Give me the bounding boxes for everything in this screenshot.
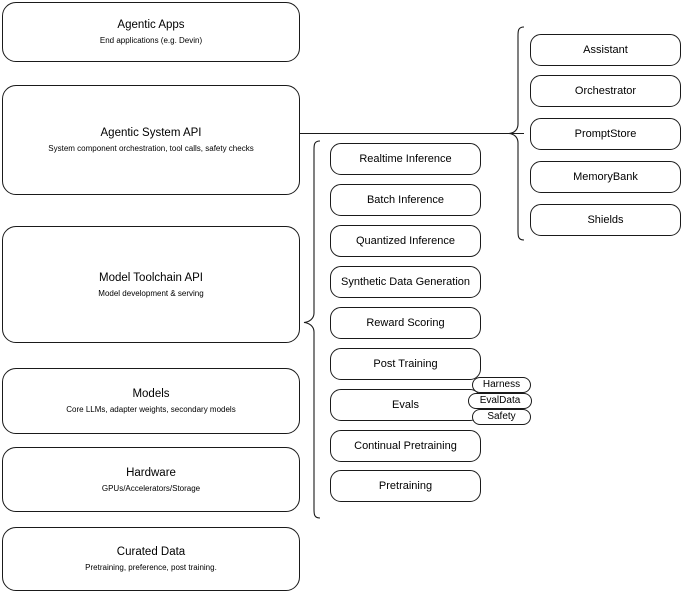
layer-title: Agentic Apps — [117, 19, 185, 31]
brace-toolchain-items — [303, 140, 321, 519]
item-label: Orchestrator — [574, 84, 637, 97]
toolchain-item-continual-pretraining[interactable]: Continual Pretraining — [330, 430, 481, 462]
layer-subtitle: System component orchestration, tool cal… — [48, 144, 254, 153]
item-label: Pretraining — [378, 479, 433, 492]
system-item-memorybank[interactable]: MemoryBank — [530, 161, 681, 193]
item-label: PromptStore — [574, 127, 637, 140]
eval-badge-harness[interactable]: Harness — [472, 377, 531, 393]
layer-subtitle: GPUs/Accelerators/Storage — [101, 483, 201, 493]
layer-title: Model Toolchain API — [99, 271, 203, 284]
item-label: Continual Pretraining — [354, 439, 457, 452]
layer-box-model-toolchain-api[interactable]: Model Toolchain API Model development & … — [2, 226, 300, 343]
toolchain-item-pretraining[interactable]: Pretraining — [330, 470, 481, 502]
item-label: Reward Scoring — [366, 316, 445, 329]
item-label: Post Training — [373, 357, 438, 370]
layer-subtitle: Core LLMs, adapter weights, secondary mo… — [66, 405, 236, 414]
eval-badge-evaldata[interactable]: EvalData — [468, 393, 532, 409]
item-label: Synthetic Data Generation — [340, 275, 471, 288]
layer-title: Hardware — [126, 466, 176, 479]
item-label: Assistant — [583, 43, 628, 56]
layer-box-agentic-system-api[interactable]: Agentic System API System component orch… — [2, 85, 300, 195]
system-item-shields[interactable]: Shields — [530, 204, 681, 236]
toolchain-item-synthetic-data-generation[interactable]: Synthetic Data Generation — [330, 266, 481, 298]
connector-line-system-api — [300, 133, 524, 134]
layer-title: Models — [132, 388, 170, 400]
badge-label: EvalData — [479, 395, 521, 406]
toolchain-item-evals[interactable]: Evals — [330, 389, 481, 421]
layer-title: Agentic System API — [100, 127, 202, 139]
layer-subtitle: End applications (e.g. Devin) — [99, 36, 203, 45]
layer-title: Curated Data — [116, 546, 186, 558]
layer-subtitle: Model development & serving — [98, 288, 204, 298]
layer-subtitle: Pretraining, preference, post training. — [85, 563, 217, 572]
system-item-orchestrator[interactable]: Orchestrator — [530, 75, 681, 107]
toolchain-item-batch-inference[interactable]: Batch Inference — [330, 184, 481, 216]
layer-box-curated-data[interactable]: Curated Data Pretraining, preference, po… — [2, 527, 300, 591]
layer-box-hardware[interactable]: Hardware GPUs/Accelerators/Storage — [2, 447, 300, 512]
system-item-promptstore[interactable]: PromptStore — [530, 118, 681, 150]
item-label: MemoryBank — [573, 170, 638, 183]
eval-badge-safety[interactable]: Safety — [472, 409, 531, 425]
badge-label: Safety — [487, 411, 516, 422]
item-label: Batch Inference — [366, 193, 445, 206]
toolchain-item-post-training[interactable]: Post Training — [330, 348, 481, 380]
badge-label: Harness — [482, 379, 521, 390]
item-label: Quantized Inference — [355, 234, 456, 247]
toolchain-item-reward-scoring[interactable]: Reward Scoring — [330, 307, 481, 339]
layer-box-models[interactable]: Models Core LLMs, adapter weights, secon… — [2, 368, 300, 434]
item-label: Shields — [587, 213, 624, 226]
system-item-assistant[interactable]: Assistant — [530, 34, 681, 66]
toolchain-item-quantized-inference[interactable]: Quantized Inference — [330, 225, 481, 257]
layer-box-agentic-apps[interactable]: Agentic Apps End applications (e.g. Devi… — [2, 2, 300, 62]
toolchain-item-realtime-inference[interactable]: Realtime Inference — [330, 143, 481, 175]
item-label: Evals — [392, 398, 419, 411]
item-label: Realtime Inference — [359, 152, 452, 165]
brace-system-items — [508, 26, 525, 241]
